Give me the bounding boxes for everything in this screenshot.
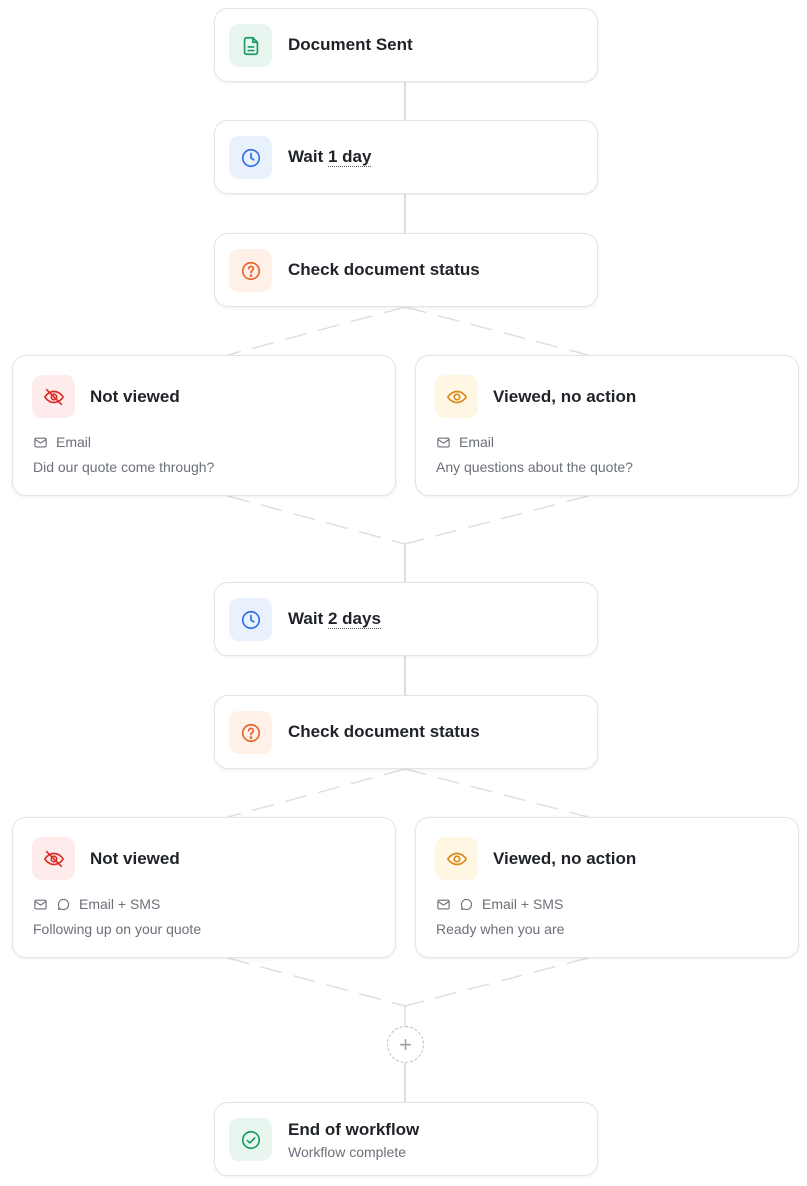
message-subject: Following up on your quote bbox=[33, 921, 202, 937]
message-subject: Ready when you are bbox=[436, 921, 565, 937]
step-wait-2[interactable]: Wait 2 days bbox=[214, 582, 598, 656]
eye-icon bbox=[435, 375, 478, 418]
step-wait-1[interactable]: Wait 1 day bbox=[214, 120, 598, 194]
mail-icon bbox=[437, 437, 450, 447]
branch-not-viewed-2[interactable]: Not viewed Email + SMS Following up on y… bbox=[12, 817, 396, 958]
step-check-status-1[interactable]: Check document status bbox=[214, 233, 598, 307]
channel-label: Email bbox=[56, 434, 92, 450]
step-title: Wait 2 days bbox=[288, 609, 381, 629]
chat-bubble-icon bbox=[57, 898, 70, 910]
check-circle-icon bbox=[229, 1118, 272, 1161]
channel-row: Email + SMS bbox=[33, 896, 160, 912]
question-circle-icon bbox=[229, 711, 272, 754]
wait-duration[interactable]: 2 days bbox=[327, 609, 381, 629]
channel-label: Email + SMS bbox=[482, 896, 564, 912]
branch-title: Not viewed bbox=[90, 387, 180, 406]
mail-icon bbox=[34, 899, 47, 909]
branch-viewed-no-action-1[interactable]: Viewed, no action Email Any questions ab… bbox=[415, 355, 799, 496]
channel-row: Email bbox=[33, 434, 91, 450]
branch-title: Not viewed bbox=[90, 849, 180, 868]
step-title: Wait 1 day bbox=[288, 147, 372, 167]
eye-icon bbox=[435, 837, 478, 880]
eye-off-icon bbox=[32, 375, 75, 418]
wait-duration[interactable]: 1 day bbox=[327, 147, 372, 167]
step-check-status-2[interactable]: Check document status bbox=[214, 695, 598, 769]
channel-row: Email bbox=[436, 434, 494, 450]
step-title: Check document status bbox=[288, 722, 480, 741]
step-end-of-workflow[interactable]: End of workflow Workflow complete bbox=[214, 1102, 598, 1176]
step-title: Check document status bbox=[288, 260, 480, 279]
wait-prefix: Wait bbox=[288, 147, 328, 166]
wait-prefix: Wait bbox=[288, 609, 328, 628]
channel-label: Email bbox=[459, 434, 495, 450]
channel-label: Email + SMS bbox=[79, 896, 161, 912]
step-title: End of workflow bbox=[288, 1120, 420, 1139]
channel-row: Email + SMS bbox=[436, 896, 563, 912]
plus-icon: + bbox=[399, 1031, 412, 1057]
clock-icon bbox=[229, 598, 272, 641]
branch-title: Viewed, no action bbox=[493, 387, 637, 406]
message-subject: Any questions about the quote? bbox=[436, 459, 633, 475]
eye-off-icon bbox=[32, 837, 75, 880]
step-document-sent[interactable]: Document Sent bbox=[214, 8, 598, 82]
chat-bubble-icon bbox=[460, 898, 473, 910]
step-title: Document Sent bbox=[288, 35, 413, 54]
question-circle-icon bbox=[229, 249, 272, 292]
mail-icon bbox=[437, 899, 450, 909]
branch-viewed-no-action-2[interactable]: Viewed, no action Email + SMS Ready when… bbox=[415, 817, 799, 958]
document-icon bbox=[229, 24, 272, 67]
mail-icon bbox=[34, 437, 47, 447]
message-subject: Did our quote come through? bbox=[33, 459, 215, 475]
branch-title: Viewed, no action bbox=[493, 849, 637, 868]
step-subtitle: Workflow complete bbox=[288, 1144, 407, 1160]
branch-not-viewed-1[interactable]: Not viewed Email Did our quote come thro… bbox=[12, 355, 396, 496]
add-step-button[interactable]: + bbox=[387, 1026, 424, 1063]
clock-icon bbox=[229, 136, 272, 179]
